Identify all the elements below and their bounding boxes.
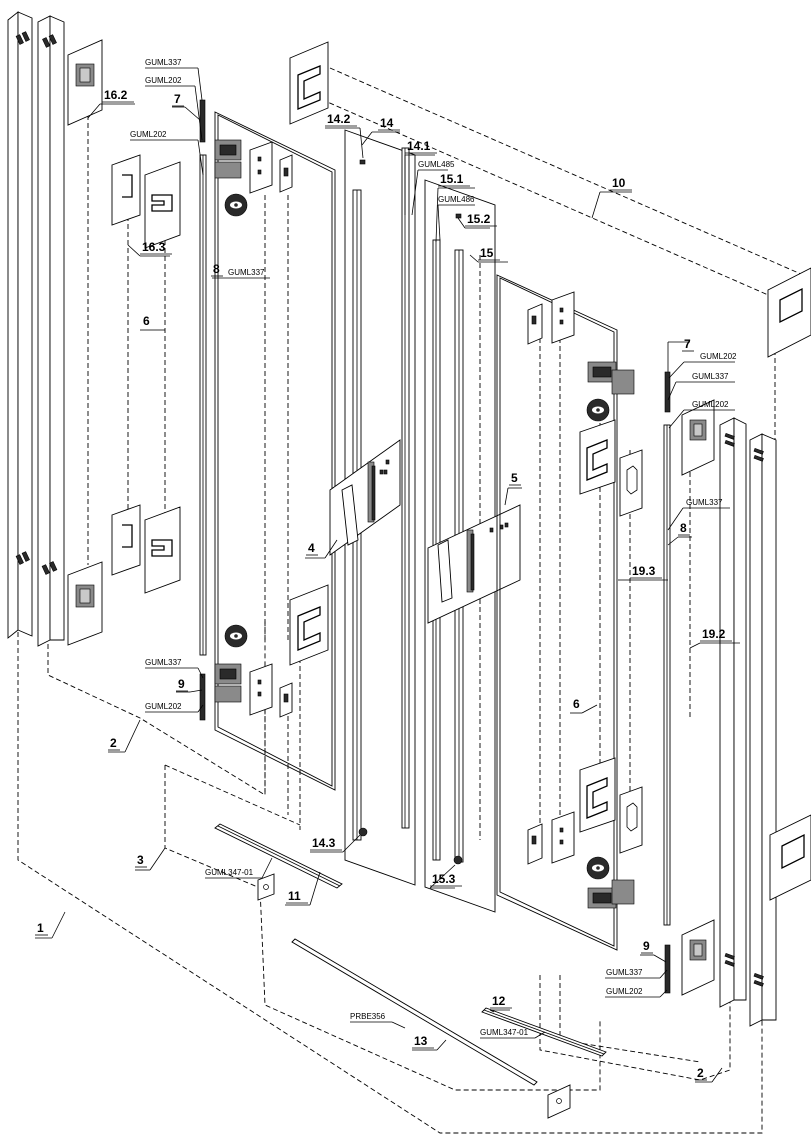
code-guml202-right-2: GUML202 bbox=[692, 400, 729, 409]
code-guml202-left-2: GUML202 bbox=[130, 130, 167, 139]
wall-bracket-left-top bbox=[67, 39, 103, 126]
label-6-left: 6 bbox=[143, 314, 150, 328]
label-19-2: 19.2 bbox=[702, 627, 726, 641]
label-16-3: 16.3 bbox=[142, 240, 166, 254]
label-11: 11 bbox=[288, 889, 301, 903]
end-caps bbox=[257, 873, 571, 1119]
bottom-rail-12 bbox=[481, 1007, 607, 1057]
code-guml337-top-left: GUML337 bbox=[145, 58, 182, 67]
label-15-1: 15.1 bbox=[440, 172, 464, 186]
right-door-glass bbox=[496, 274, 618, 951]
label-1: 1 bbox=[37, 921, 44, 935]
left-door-hinges bbox=[214, 139, 242, 703]
label-8-left: 8 bbox=[213, 262, 220, 276]
code-guml202-right-bottom: GUML202 bbox=[606, 987, 643, 996]
right-door-knobs bbox=[586, 398, 610, 880]
label-16-2: 16.2 bbox=[104, 88, 128, 102]
code-guml337-bottom-left: GUML337 bbox=[145, 658, 182, 667]
right-door-hinge-plates bbox=[527, 291, 575, 865]
bottom-rail-11 bbox=[214, 823, 343, 889]
bottom-bar-13 bbox=[291, 938, 538, 1086]
label-3: 3 bbox=[137, 853, 144, 867]
code-guml347-right: GUML347-01 bbox=[480, 1028, 529, 1037]
clamp-covers-top bbox=[111, 154, 181, 249]
handle-plate-5 bbox=[427, 504, 521, 624]
left-wall-profile-outer bbox=[7, 11, 33, 639]
left-seal-profiles bbox=[199, 99, 207, 721]
code-prbe356: PRBE356 bbox=[350, 1012, 386, 1021]
right-wall-profile-inner bbox=[719, 417, 747, 1008]
code-guml337-right-top: GUML337 bbox=[692, 372, 729, 381]
right-seal-profiles bbox=[663, 371, 671, 994]
label-14-3: 14.3 bbox=[312, 836, 336, 850]
label-19-3: 19.3 bbox=[632, 564, 656, 578]
label-15: 15 bbox=[480, 246, 494, 260]
code-guml485: GUML485 bbox=[418, 160, 455, 169]
label-4: 4 bbox=[308, 541, 315, 555]
handle-plate-4 bbox=[329, 439, 401, 556]
code-guml202-top-left: GUML202 bbox=[145, 76, 182, 85]
left-wall-profile-inner bbox=[37, 15, 65, 647]
label-2-left: 2 bbox=[110, 736, 117, 750]
label-6-right: 6 bbox=[573, 697, 580, 711]
right-u-brackets bbox=[579, 419, 616, 833]
code-guml202-bottom-left: GUML202 bbox=[145, 702, 182, 711]
label-7-right: 7 bbox=[684, 337, 691, 351]
right-door-hinges bbox=[587, 361, 635, 909]
label-5: 5 bbox=[511, 471, 518, 485]
right-wall-brackets bbox=[681, 399, 715, 996]
u-bracket-top bbox=[289, 41, 329, 125]
code-guml202-right-top: GUML202 bbox=[700, 352, 737, 361]
label-15-3: 15.3 bbox=[432, 872, 456, 886]
code-guml337-right-bottom: GUML337 bbox=[606, 968, 643, 977]
clamp-covers-bottom bbox=[111, 504, 181, 594]
u-bracket-bottom bbox=[289, 584, 329, 666]
label-7-left: 7 bbox=[174, 92, 181, 106]
code-guml337-left-mid: GUML337 bbox=[228, 268, 265, 277]
left-door-hinge-plates bbox=[249, 141, 293, 718]
code-guml347-left: GUML347-01 bbox=[205, 868, 254, 877]
label-9-right: 9 bbox=[643, 939, 650, 953]
label-14-2: 14.2 bbox=[327, 112, 351, 126]
label-15-2: 15.2 bbox=[467, 212, 491, 226]
label-2-right: 2 bbox=[697, 1066, 704, 1080]
far-right-wall-brackets bbox=[767, 267, 811, 901]
label-13: 13 bbox=[414, 1034, 428, 1048]
right-hex-covers bbox=[619, 449, 643, 854]
left-door-glass bbox=[214, 111, 336, 791]
part-code-labels: GUML337 GUML202 GUML202 GUML337 GUML337 … bbox=[130, 58, 737, 1037]
label-14-1: 14.1 bbox=[407, 139, 431, 153]
right-wall-profile-outer bbox=[749, 433, 777, 1027]
label-underlines bbox=[35, 101, 732, 1081]
left-door-knobs bbox=[224, 193, 248, 648]
wall-bracket-left-bottom bbox=[67, 561, 103, 646]
label-12: 12 bbox=[492, 994, 506, 1008]
label-9-left: 9 bbox=[178, 677, 185, 691]
leader-lines bbox=[35, 67, 740, 1083]
label-14: 14 bbox=[380, 116, 394, 130]
label-8-right: 8 bbox=[680, 521, 687, 535]
code-guml486: GUML486 bbox=[438, 195, 475, 204]
label-10: 10 bbox=[612, 176, 626, 190]
part-number-labels: 1 2 2 3 4 5 6 6 7 7 8 8 9 9 10 11 12 13 … bbox=[37, 88, 726, 1080]
code-guml337-right-mid: GUML337 bbox=[686, 498, 723, 507]
